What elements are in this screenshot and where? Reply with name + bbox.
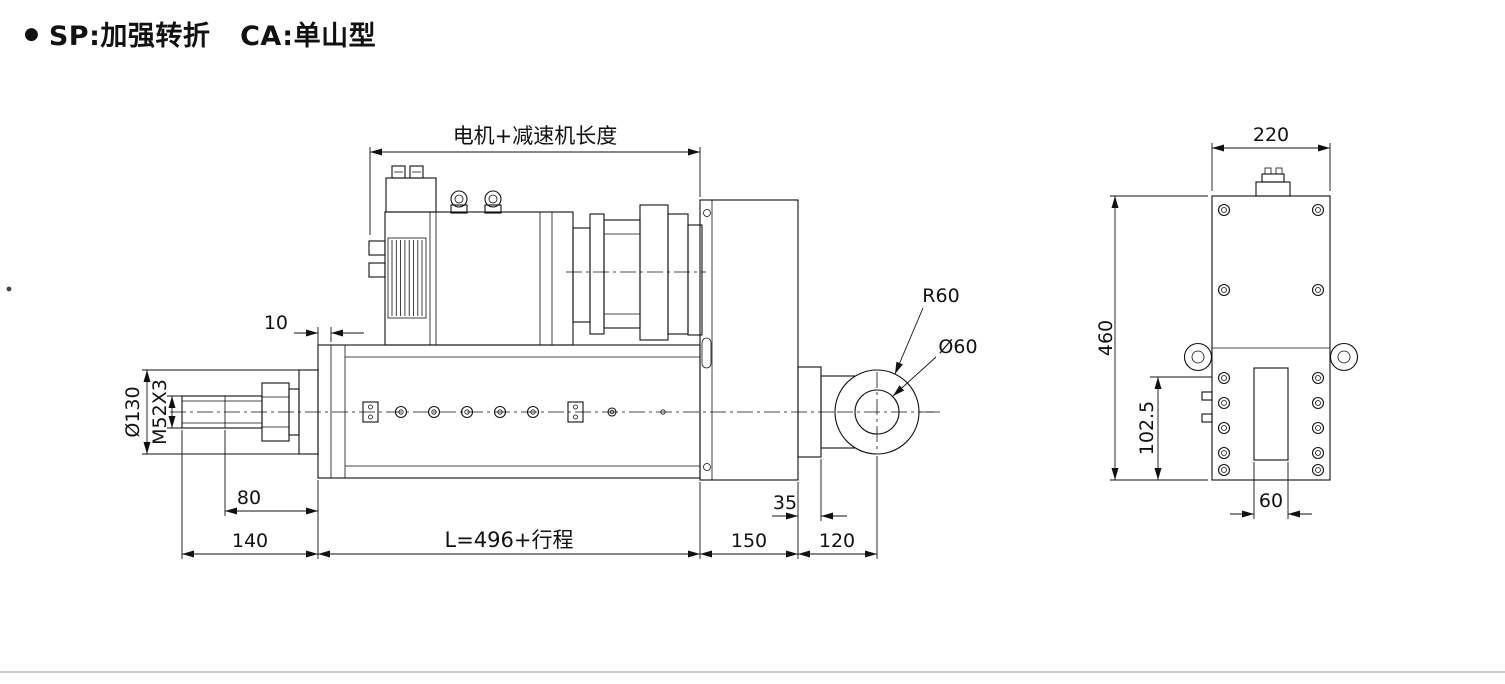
plate-slot <box>701 337 712 369</box>
bolt <box>1311 463 1325 477</box>
sensor-bracket <box>362 401 379 423</box>
bolt <box>1311 421 1325 435</box>
bolt <box>1217 203 1231 217</box>
top-connector <box>1255 167 1291 197</box>
vent-dot <box>660 409 666 415</box>
eye-bolt <box>484 190 502 214</box>
dim-460: 460 <box>1095 320 1117 356</box>
servo-motor <box>368 165 574 346</box>
bolt <box>1311 203 1325 217</box>
fin-block <box>387 237 427 319</box>
dim-220: 220 <box>1253 124 1289 146</box>
gearbox <box>566 204 706 341</box>
dimensions-side: 电机+减速机长度 10 Ø130 M52X3 80 <box>122 124 978 559</box>
bolt <box>1217 446 1231 460</box>
bottom-divider <box>0 671 1505 673</box>
bolt <box>1311 396 1325 410</box>
tube-screw <box>460 405 474 419</box>
dim-150: 150 <box>731 530 767 552</box>
lifting-eye <box>1183 342 1213 372</box>
dim-thread: M52X3 <box>149 379 171 445</box>
cooling-fins <box>391 240 423 316</box>
dim-35: 35 <box>773 492 797 514</box>
bolt <box>1311 446 1325 460</box>
dim-10: 10 <box>264 312 288 334</box>
encoder-plug <box>368 262 386 278</box>
bolt <box>1311 371 1325 385</box>
sensor-tab <box>1201 391 1213 401</box>
dim-80: 80 <box>237 487 261 509</box>
bolt <box>1217 396 1231 410</box>
end-plate <box>1211 195 1331 481</box>
page-title-text: SP:加强转折 CA:单山型 <box>48 21 377 52</box>
mounting-plate <box>699 199 799 481</box>
small-screw <box>607 407 617 417</box>
eye-bolt <box>450 190 468 214</box>
tube-screw <box>394 405 408 419</box>
plate-screw <box>703 463 711 471</box>
cylinder-body <box>317 344 701 479</box>
connector-plug <box>409 165 424 179</box>
plate-bolts <box>1217 203 1325 477</box>
dimensions-end: 220 460 102.5 60 <box>1095 124 1331 519</box>
dim-120: 120 <box>819 530 855 552</box>
page-title: ● SP:加强转折 CA:单山型 <box>24 14 376 53</box>
dim-dia60: Ø60 <box>938 336 977 358</box>
dim-motor-length: 电机+减速机长度 <box>453 124 618 148</box>
terminal-box <box>385 177 437 213</box>
connector-plug <box>391 165 406 179</box>
end-view: 220 460 102.5 60 <box>1095 124 1359 519</box>
clevis-slot <box>1253 367 1289 461</box>
plate-screw <box>703 209 711 217</box>
lifting-eye <box>1329 342 1359 372</box>
bolt <box>1217 371 1231 385</box>
bolt <box>1311 283 1325 297</box>
bullet-icon: ● <box>24 24 39 44</box>
encoder-plug <box>368 240 386 256</box>
dim-r60: R60 <box>922 285 959 307</box>
bolt <box>1217 463 1231 477</box>
dim-102-5: 102.5 <box>1136 401 1158 455</box>
dim-140: 140 <box>232 530 268 552</box>
bolt <box>1217 283 1231 297</box>
sensor-tab <box>1201 413 1213 423</box>
stray-mark <box>6 286 12 292</box>
tube-screw <box>427 405 441 419</box>
dim-dia130: Ø130 <box>122 386 144 437</box>
dim-60: 60 <box>1259 490 1283 512</box>
bolt <box>1217 421 1231 435</box>
sensor-bracket <box>567 401 584 423</box>
tube-screw <box>493 405 507 419</box>
side-view: 电机+减速机长度 10 Ø130 M52X3 80 <box>122 124 978 559</box>
tube-screw <box>526 405 540 419</box>
dim-length-formula: L=496+行程 <box>445 528 574 552</box>
